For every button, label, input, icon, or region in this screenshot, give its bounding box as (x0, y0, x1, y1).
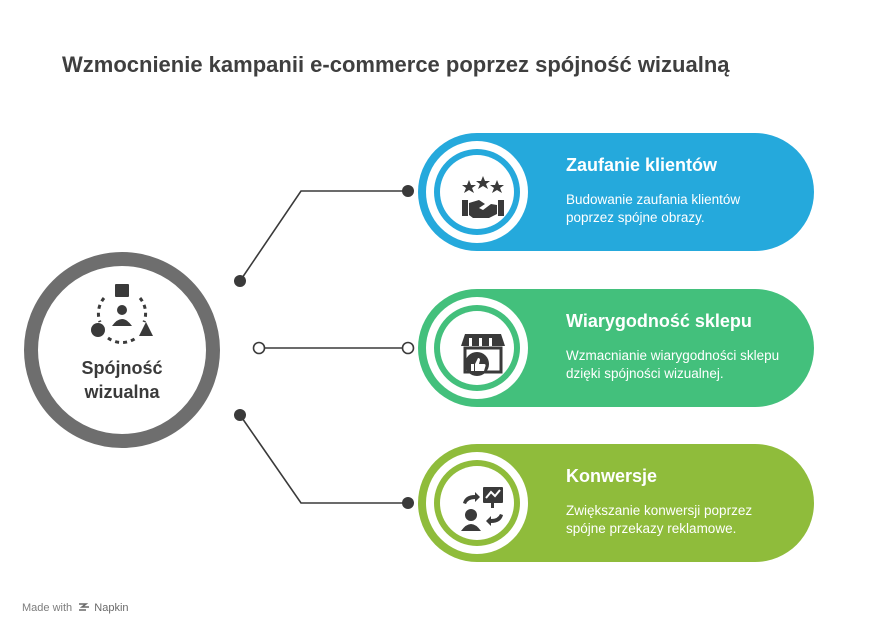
napkin-logo-icon (79, 603, 90, 611)
connector-dot-middle-start (252, 341, 266, 355)
hub-label-line-1: Spójność (81, 358, 163, 378)
shapes-around-person-icon (91, 284, 153, 344)
connector-dot-middle-end (401, 341, 415, 355)
card-description: Budowanie zaufania klientów poprzez spój… (566, 192, 741, 225)
card-store-credibility: Wiarygodność sklepu Wzmacnianie wiarygod… (418, 289, 814, 407)
connector-top (239, 190, 408, 282)
card-icon-ring (426, 452, 528, 554)
card-conversions: Konwersje Zwiększanie konwersji poprzez … (418, 444, 814, 562)
hub-label-line-2: wizualna (84, 382, 160, 402)
card-description: Wzmacnianie wiarygodności sklepu dzięki … (566, 348, 780, 381)
connector-dot-top-start (234, 275, 246, 287)
card-icon-ring (426, 141, 528, 243)
card-customer-trust: Zaufanie klientów Budowanie zaufania kli… (418, 133, 814, 251)
card-description: Zwiększanie konwersji poprzez spójne prz… (566, 503, 753, 536)
hub-label: Spójność wizualna (38, 356, 206, 404)
hub-circle: Spójność wizualna (24, 252, 220, 448)
connector-dot-bottom-start (234, 409, 246, 421)
stars-handshake-icon (462, 176, 504, 218)
page-title: Wzmocnienie kampanii e-commerce poprzez … (62, 52, 730, 77)
footer-brand: Napkin (94, 602, 129, 614)
card-icon-ring (426, 297, 528, 399)
connector-bottom (239, 414, 408, 504)
card-heading: Konwersje (566, 466, 658, 486)
card-heading: Wiarygodność sklepu (566, 311, 752, 331)
connector-dot-top-end (402, 185, 414, 197)
store-thumbs-up-icon (461, 334, 505, 376)
connector-dot-bottom-end (402, 497, 414, 509)
card-heading: Zaufanie klientów (566, 155, 718, 175)
footer-credit[interactable]: Made with Napkin (22, 602, 129, 614)
footer-made-with: Made with (22, 602, 73, 614)
person-chart-arrows-icon (461, 487, 503, 531)
